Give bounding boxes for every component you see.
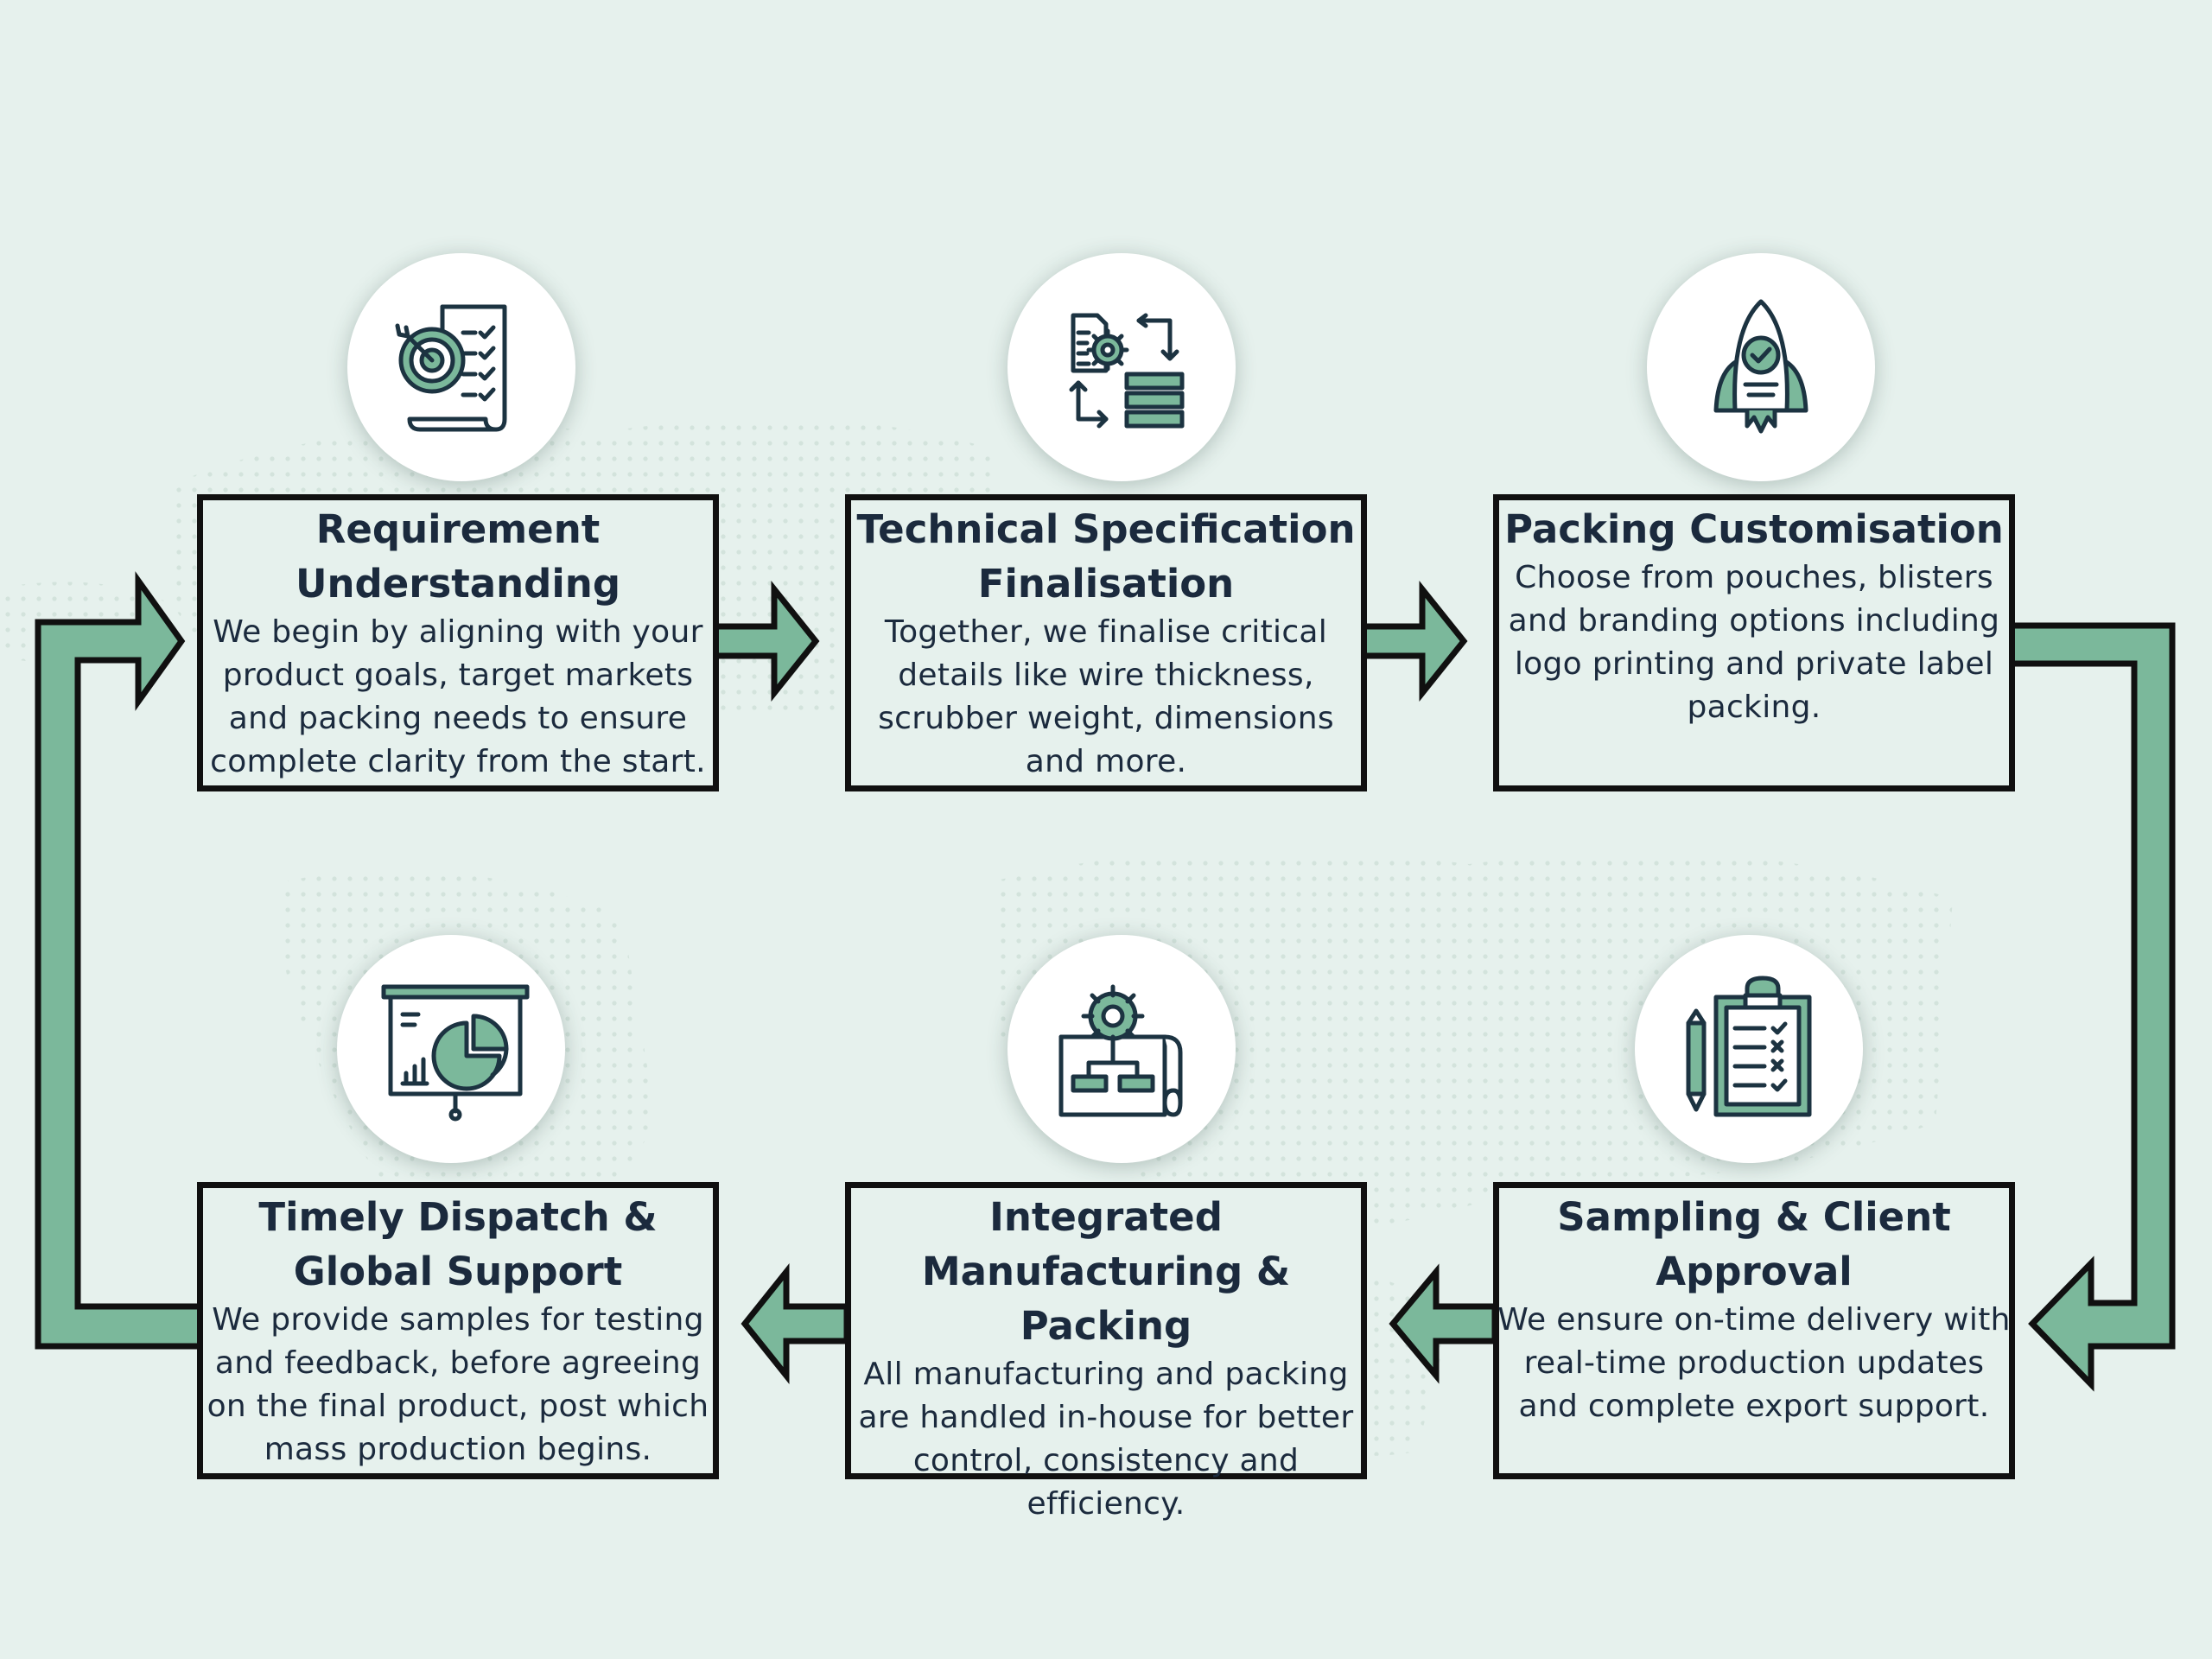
presentation-chart-icon [381,984,530,1122]
arrow-right-2 [1360,581,1468,702]
step-1-icon-circle [347,253,575,481]
step-description: Together, we finalise critical details l… [878,614,1334,779]
step-4-icon-circle [1635,935,1863,1163]
arrow-left-1 [1389,1263,1498,1384]
step-description: Choose from pouches, blisters and brandi… [1508,560,2000,725]
step-3-icon-circle [1647,253,1875,481]
step-6-icon-circle [337,935,565,1163]
step-title: Sampling & Client Approval [1557,1194,1951,1294]
clipboard-checklist-icon [1686,976,1812,1117]
arrow-loop-right [2008,622,2176,1392]
step-2-card: Technical Specification Finalisation Tog… [845,494,1367,791]
step-title: Packing Customisation [1504,506,2004,552]
process-workflow-icon [1069,313,1185,429]
arrow-left-2 [741,1263,850,1384]
step-description: We ensure on-time delivery with real-tim… [1497,1302,2011,1424]
step-description: We provide samples for testing and feedb… [207,1302,709,1467]
step-title: Requirement Understanding [295,506,621,607]
gear-blueprint-icon [1058,984,1183,1117]
step-5-icon-circle [1007,935,1236,1163]
step-title: Technical Specification Finalisation [856,506,1356,607]
step-2-icon-circle [1007,253,1236,481]
arrow-right-1 [712,581,820,702]
arrow-loop-left [35,571,204,1350]
target-checklist-icon [395,304,507,432]
step-title: Integrated Manufacturing & Packing [921,1194,1291,1349]
step-description: All manufacturing and packing are handle… [858,1357,1354,1522]
step-5-card: Integrated Manufacturing & Packing All m… [845,1182,1367,1522]
rocket-icon [1713,299,1808,434]
step-description: We begin by aligning with your product g… [210,614,706,779]
step-4-card: Sampling & Client Approval We ensure on-… [1493,1182,2015,1479]
step-title: Timely Dispatch & Global Support [258,1194,658,1294]
step-6-card: Timely Dispatch & Global Support We prov… [197,1182,719,1479]
step-3-card: Packing Customisation Choose from pouche… [1493,494,2015,791]
step-1-card: Requirement Understanding We begin by al… [197,494,719,791]
